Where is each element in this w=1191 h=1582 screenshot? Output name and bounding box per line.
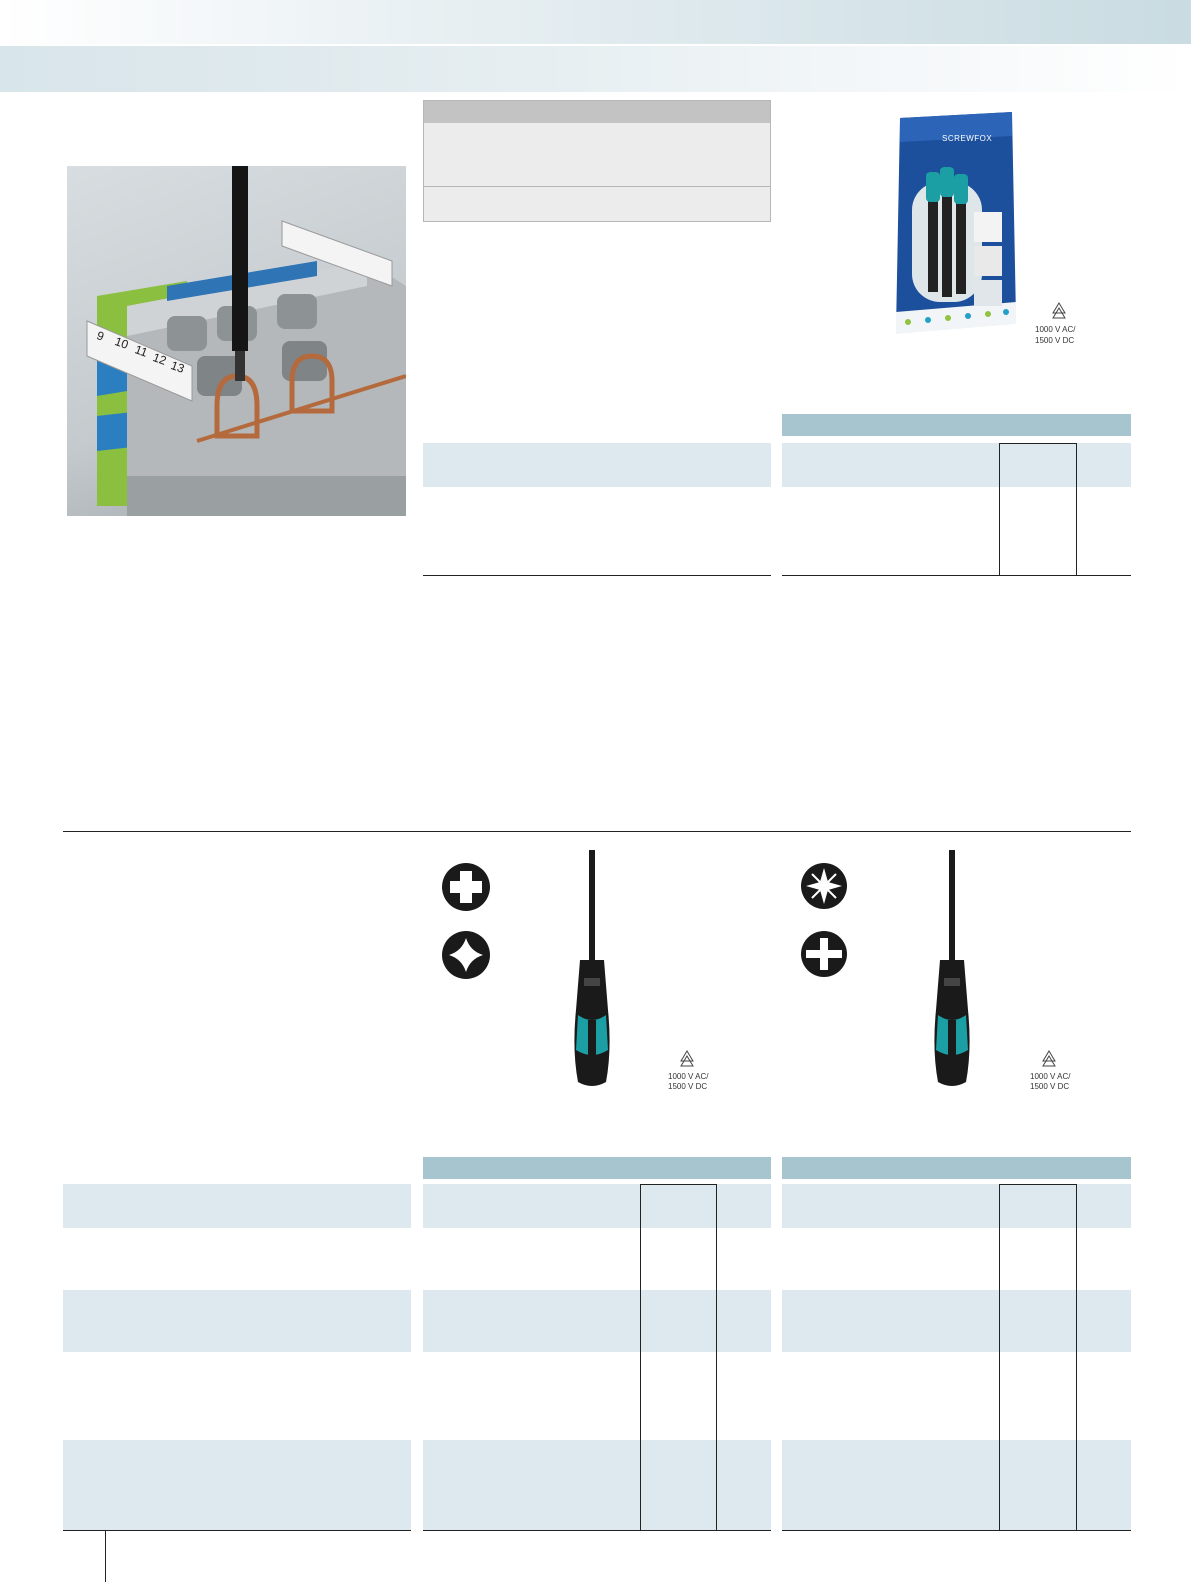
screwdriver-left-table-row-3 <box>423 1290 771 1352</box>
screwdriver-right-table-row-1 <box>782 1184 1131 1228</box>
screwdriver-right-table-col-left <box>999 1184 1000 1531</box>
screwdriver-right-vde-mark: 1000 V AC/ 1500 V DC <box>1030 1050 1090 1094</box>
pozidriv-tip-icon <box>441 930 491 980</box>
tool-set-voltage-ac: 1000 V AC/ <box>1035 325 1076 334</box>
screwdriver-left-table-col-left <box>640 1184 641 1531</box>
header-band-top <box>0 0 1191 44</box>
tool-set-brand: SCREWFOX <box>942 134 993 143</box>
tool-set-table-bottom-rule <box>782 575 1131 576</box>
tool-set-vde-mark: 1000 V AC/ 1500 V DC <box>1035 302 1095 348</box>
left-spec-bottom-rule <box>63 1530 411 1531</box>
screwdriver-left-photo <box>562 850 622 1090</box>
screwdriver-left-table-row-5 <box>423 1440 771 1530</box>
tool-set-table-col-right <box>1076 443 1077 576</box>
screwdriver-right-table-row-5 <box>782 1440 1131 1530</box>
section-divider <box>63 831 1131 832</box>
screwdriver-left-table-col-top <box>640 1184 717 1185</box>
screwdriver-right-voltage-dc: 1500 V DC <box>1030 1082 1070 1091</box>
screwdriver-right-voltage-ac: 1000 V AC/ <box>1030 1072 1071 1081</box>
vde-triangle-icon <box>1042 1050 1056 1067</box>
terminal-block-photo: 9 10 11 12 13 <box>67 166 406 516</box>
screwdriver-left-table-header <box>423 1157 771 1179</box>
vde-triangle-icon <box>1052 302 1066 319</box>
tool-set-table-col-top <box>999 443 1077 444</box>
gray-info-box-header <box>424 101 770 123</box>
header-band-second <box>0 46 1191 92</box>
screwdriver-left-voltage-dc: 1500 V DC <box>668 1082 708 1091</box>
tool-set-table-header <box>782 414 1131 436</box>
screwdriver-left-table-col-right <box>716 1184 717 1531</box>
gray-info-box <box>423 100 771 222</box>
middle-info-header <box>423 443 771 487</box>
tool-set-box-photo: SCREWFOX <box>888 112 1020 338</box>
phillips-alt-tip-icon <box>800 862 848 910</box>
gray-info-box-divider <box>424 186 770 187</box>
screwdriver-right-table-header <box>782 1157 1131 1179</box>
middle-info-bottom-rule <box>423 575 771 576</box>
screwdriver-left-voltage-ac: 1000 V AC/ <box>668 1072 709 1081</box>
screwdriver-right-table-bottom-rule <box>782 1530 1131 1531</box>
tool-set-voltage-dc: 1500 V DC <box>1035 336 1075 345</box>
screwdriver-right-photo <box>922 850 982 1090</box>
screwdriver-left-table-row-1 <box>423 1184 771 1228</box>
screwdriver-right-table-col-right <box>1076 1184 1077 1531</box>
screwdriver-right-table-row-3 <box>782 1290 1131 1352</box>
tool-set-table-row-head <box>782 443 1131 487</box>
gray-info-box-row-1 <box>424 123 770 186</box>
screwdriver-left-table-bottom-rule <box>423 1530 771 1531</box>
philips-tip-icon <box>441 862 491 912</box>
tool-set-table-col-left <box>999 443 1000 576</box>
screwdriver-left-vde-mark: 1000 V AC/ 1500 V DC <box>668 1050 728 1094</box>
footer-tick <box>105 1531 106 1582</box>
left-spec-row-1 <box>63 1184 411 1228</box>
slotted-cross-tip-icon <box>800 930 848 978</box>
left-spec-row-3 <box>63 1290 411 1352</box>
gray-info-box-row-2 <box>424 187 770 221</box>
vde-triangle-icon <box>680 1050 694 1067</box>
left-spec-row-5 <box>63 1440 411 1530</box>
screwdriver-right-table-col-top <box>999 1184 1077 1185</box>
